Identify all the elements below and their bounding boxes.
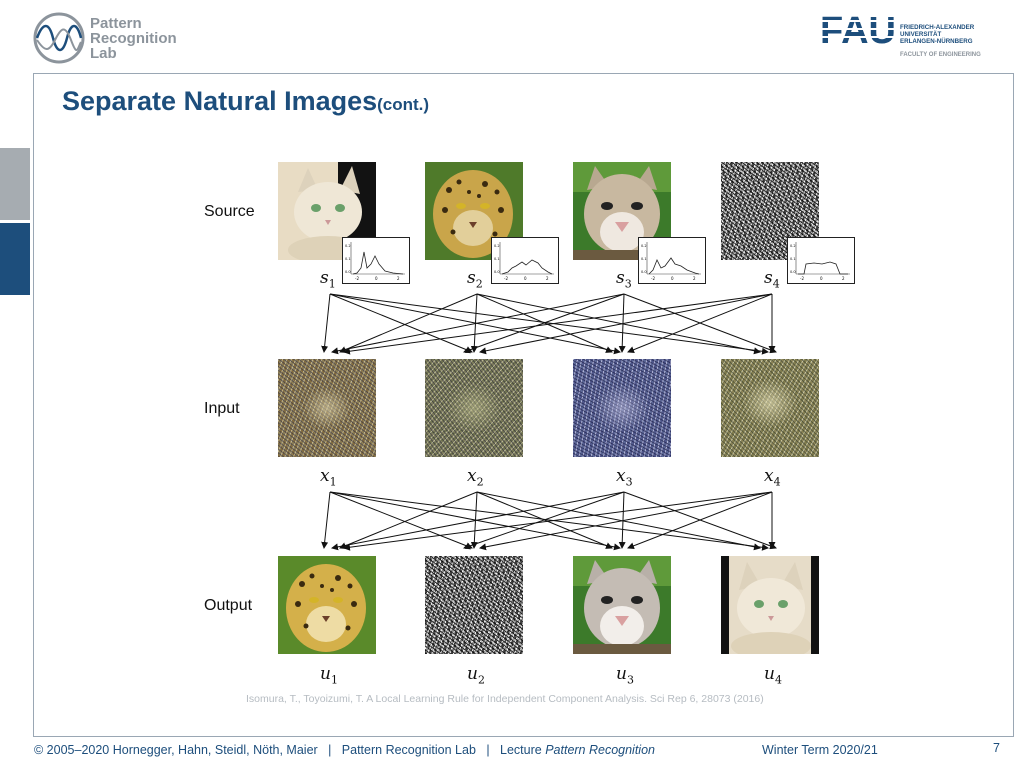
svg-text:0.2: 0.2	[494, 244, 500, 248]
side-tab-upper	[0, 148, 30, 220]
slide-title-suffix: (cont.)	[377, 95, 430, 114]
output-image-cougar	[573, 556, 671, 654]
input-image-x1	[278, 359, 376, 457]
var-u2: u2	[467, 664, 485, 687]
pdf-plot-s3: -2 0 2 0.0 0.1 0.2	[638, 237, 706, 284]
footer-credits: © 2005–2020 Hornegger, Hahn, Steidl, Nöt…	[34, 743, 655, 757]
fau-wordmark: FAU	[820, 12, 896, 46]
slide-title-main: Separate Natural Images	[62, 86, 378, 116]
footer-term: Winter Term 2020/21	[762, 743, 878, 757]
var-x2: x2	[467, 466, 484, 489]
fau-line-1: FRIEDRICH-ALEXANDER	[900, 24, 975, 31]
var-u4: u4	[764, 664, 782, 687]
footer-separator-2: |	[486, 743, 490, 757]
svg-text:0.2: 0.2	[641, 244, 647, 248]
svg-text:0: 0	[820, 276, 823, 281]
svg-text:-2: -2	[355, 276, 359, 281]
svg-text:0.1: 0.1	[641, 257, 647, 261]
svg-text:0: 0	[524, 276, 527, 281]
var-s4: s4	[764, 268, 780, 291]
output-image-cat	[721, 556, 819, 654]
svg-text:0.1: 0.1	[345, 257, 351, 261]
source-image-cougar	[573, 162, 671, 260]
citation: Isomura, T., Toyoizumi, T. A Local Learn…	[246, 693, 764, 705]
input-image-x2	[425, 359, 523, 457]
svg-text:-2: -2	[800, 276, 804, 281]
svg-text:2: 2	[546, 276, 549, 281]
footer-lecture-name: Pattern Recognition	[545, 743, 655, 757]
cougar-image-icon	[573, 162, 671, 260]
lab-logo-text: Pattern Recognition Lab	[90, 16, 177, 61]
leopard-output-icon	[278, 556, 376, 654]
svg-text:2: 2	[397, 276, 400, 281]
svg-text:-2: -2	[651, 276, 655, 281]
var-s2: s2	[467, 268, 483, 291]
var-s1: s1	[320, 268, 336, 291]
row-label-output: Output	[204, 597, 253, 614]
lab-logo-icon	[33, 12, 85, 64]
output-image-leopard	[278, 556, 376, 654]
output-image-noise	[425, 556, 523, 654]
row-label-source: Source	[204, 203, 255, 220]
var-x4: x4	[764, 466, 781, 489]
row-label-input: Input	[204, 400, 240, 417]
svg-text:2: 2	[842, 276, 845, 281]
fau-logo: FAU FRIEDRICH-ALEXANDER UNIVERSITÄT ERLA…	[820, 12, 1000, 62]
lab-logo-line-3: Lab	[90, 45, 117, 62]
pattern-recognition-lab-logo: Pattern Recognition Lab	[33, 12, 193, 68]
var-x1: x1	[320, 466, 337, 489]
pdf-plot-s4: -2 0 2 0.0 0.1 0.2	[787, 237, 855, 284]
cougar-output-icon	[573, 556, 671, 654]
fau-faculty: FACULTY OF ENGINEERING	[900, 52, 981, 58]
svg-text:0.2: 0.2	[790, 244, 796, 248]
footer-lab: Pattern Recognition Lab	[341, 743, 476, 757]
svg-text:0.0: 0.0	[494, 270, 500, 274]
svg-text:0: 0	[375, 276, 378, 281]
input-image-x3	[573, 359, 671, 457]
fau-university-name: FRIEDRICH-ALEXANDER UNIVERSITÄT ERLANGEN…	[900, 24, 974, 45]
pdf-plot-s2: -2 0 2 0.0 0.1 0.2	[491, 237, 559, 284]
lab-logo-line-1: Pattern	[90, 15, 142, 32]
slide-title: Separate Natural Images(cont.)	[62, 86, 429, 117]
var-x3: x3	[616, 466, 633, 489]
lab-logo-line-2: Recognition	[90, 30, 177, 47]
pdf-plot-s1: -2 0 2 0.0 0.1 0.2	[342, 237, 410, 284]
cat-output-icon	[721, 556, 819, 654]
var-u1: u1	[320, 664, 338, 687]
side-tab-lower	[0, 223, 30, 295]
footer-lecture-prefix: Lecture	[500, 743, 542, 757]
fau-line-2: UNIVERSITÄT	[900, 31, 942, 38]
slide-frame	[33, 73, 1014, 737]
var-u3: u3	[616, 664, 634, 687]
footer-separator-1: |	[328, 743, 332, 757]
svg-text:0.0: 0.0	[345, 270, 351, 274]
input-image-x4	[721, 359, 819, 457]
svg-text:0: 0	[671, 276, 674, 281]
svg-text:2: 2	[693, 276, 696, 281]
footer-authors: © 2005–2020 Hornegger, Hahn, Steidl, Nöt…	[34, 743, 318, 757]
page-number: 7	[993, 741, 1000, 755]
svg-text:0.1: 0.1	[494, 257, 500, 261]
fau-line-3: ERLANGEN-NÜRNBERG	[900, 38, 973, 45]
svg-text:-2: -2	[504, 276, 508, 281]
svg-text:0.2: 0.2	[345, 244, 351, 248]
svg-text:0.0: 0.0	[790, 270, 796, 274]
svg-text:0.0: 0.0	[641, 270, 647, 274]
svg-text:0.1: 0.1	[790, 257, 796, 261]
var-s3: s3	[616, 268, 632, 291]
